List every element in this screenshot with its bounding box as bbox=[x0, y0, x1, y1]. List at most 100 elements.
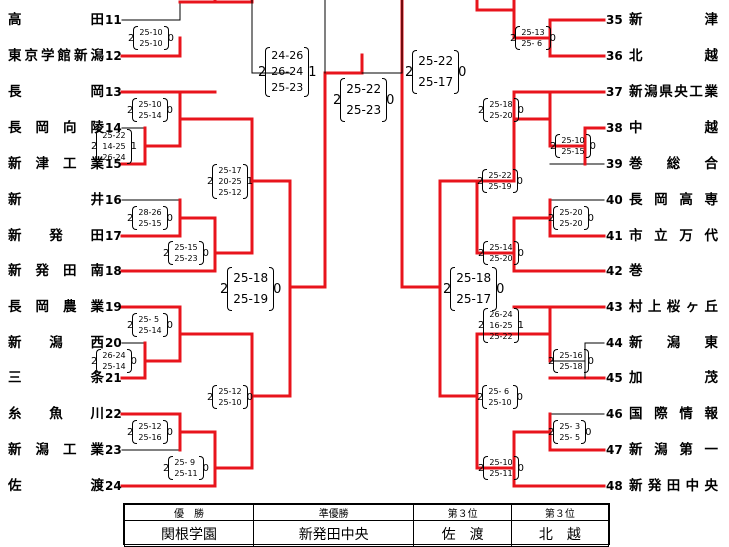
team-name-right: 市立万代 bbox=[629, 228, 718, 244]
team-name-left: 新潟工業 bbox=[8, 442, 104, 458]
team-seed-left: 24 bbox=[105, 479, 122, 493]
sets-lost: 0 bbox=[589, 140, 596, 152]
set-score: 25-10 bbox=[218, 398, 242, 407]
set-scores: 25-20 25-20 bbox=[553, 206, 589, 230]
sets-lost: 0 bbox=[458, 64, 467, 80]
sets-lost: 0 bbox=[130, 355, 137, 367]
set-score: 14-25 bbox=[102, 141, 126, 151]
team-name-left: 新発田 bbox=[8, 228, 104, 244]
team-seed-right: 40 bbox=[606, 193, 623, 207]
set-score: 25-10 bbox=[139, 28, 163, 37]
team-seed-left: 15 bbox=[105, 157, 122, 171]
set-score: 25-15 bbox=[561, 147, 585, 156]
team-seed-left: 18 bbox=[105, 264, 122, 278]
sets-won: 2 bbox=[91, 140, 98, 152]
team-seed-right: 43 bbox=[606, 300, 623, 314]
set-score: 25-10 bbox=[561, 136, 585, 145]
set-score: 25-23 bbox=[271, 81, 304, 94]
team-name-right: 新発田中央 bbox=[629, 478, 718, 494]
header-third-2: 第３位 bbox=[510, 504, 610, 521]
set-score: 25-20 bbox=[559, 219, 583, 228]
value-champion: 関根学園 bbox=[124, 520, 254, 547]
team-name-left: 佐渡 bbox=[8, 478, 104, 494]
set-score: 25-22 bbox=[489, 331, 513, 341]
set-score: 25- 3 bbox=[559, 422, 581, 431]
team-name-right: 中越 bbox=[629, 120, 718, 136]
value-runner-up: 新発田中央 bbox=[252, 520, 415, 547]
set-scores: 25-10 25-15 bbox=[555, 134, 591, 158]
sets-won: 2 bbox=[548, 355, 555, 367]
set-score: 25-14 bbox=[138, 111, 162, 120]
sets-lost: 1 bbox=[246, 175, 253, 187]
sets-won: 2 bbox=[128, 32, 135, 44]
set-score: 25-22 bbox=[418, 54, 454, 68]
sets-lost: 0 bbox=[517, 104, 524, 116]
team-name-right: 北越 bbox=[629, 48, 718, 64]
set-score: 25-19 bbox=[488, 182, 512, 191]
team-seed-left: 17 bbox=[105, 229, 122, 243]
set-score: 26-24 bbox=[489, 309, 513, 319]
set-score: 25-17 bbox=[456, 292, 492, 306]
sets-lost: 0 bbox=[517, 462, 524, 474]
team-seed-right: 36 bbox=[606, 49, 623, 63]
sets-won: 2 bbox=[220, 281, 229, 297]
sets-won: 2 bbox=[477, 391, 484, 403]
header-third-1: 第３位 bbox=[413, 504, 512, 521]
sets-won: 2 bbox=[127, 426, 134, 438]
set-score: 25-23 bbox=[174, 254, 198, 263]
set-score: 25-15 bbox=[138, 219, 162, 228]
sets-lost: 0 bbox=[166, 212, 173, 224]
sets-lost: 0 bbox=[587, 355, 594, 367]
sets-lost: 0 bbox=[202, 247, 209, 259]
set-score: 25-17 bbox=[218, 165, 242, 175]
set-score: 25-14 bbox=[102, 362, 126, 371]
team-name-left: 新津工業 bbox=[8, 156, 104, 172]
set-score: 25-20 bbox=[489, 254, 513, 263]
set-score: 25-23 bbox=[346, 103, 382, 117]
set-scores: 25-14 25-20 bbox=[483, 241, 519, 265]
set-score: 25-19 bbox=[233, 292, 269, 306]
sets-lost: 1 bbox=[308, 64, 317, 80]
set-score: 25- 6 bbox=[521, 39, 543, 48]
team-name-right: 巻総合 bbox=[629, 156, 718, 172]
results-table: 優 勝 準優勝 第３位 第３位 関根学園 新発田中央 佐 渡 北 越 bbox=[123, 503, 610, 547]
team-name-left: 三条 bbox=[8, 370, 104, 386]
team-name-right: 長岡高専 bbox=[629, 192, 718, 208]
set-score: 25-10 bbox=[489, 458, 513, 467]
set-score: 25-18 bbox=[489, 100, 513, 109]
set-score: 25-10 bbox=[488, 398, 512, 407]
team-seed-left: 21 bbox=[105, 371, 122, 385]
set-score: 25-14 bbox=[489, 243, 513, 252]
sets-lost: 0 bbox=[273, 281, 282, 297]
sets-won: 2 bbox=[127, 319, 134, 331]
team-name-left: 新潟西 bbox=[8, 335, 104, 351]
team-seed-right: 48 bbox=[606, 479, 623, 493]
sets-won: 2 bbox=[207, 175, 214, 187]
team-seed-right: 42 bbox=[606, 264, 623, 278]
set-score: 25-20 bbox=[559, 208, 583, 217]
sets-lost: 1 bbox=[130, 140, 137, 152]
